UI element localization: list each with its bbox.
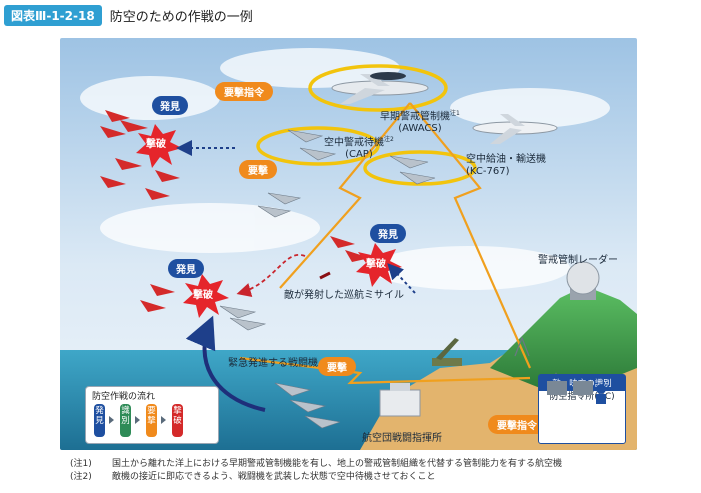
flow-step-intercept: 要撃 (146, 404, 157, 437)
identification-box: 敵・味方の識別 防空指令所(DC) (538, 374, 626, 444)
detect-pill-3: 発見 (168, 259, 204, 278)
footnotes: (注1)国土から離れた洋上における早期警戒管制機能を有し、地上の警戒管制組織を代… (70, 458, 562, 484)
cap-sub: (CAP) (345, 149, 373, 160)
detect-pill-1: 発見 (152, 96, 188, 115)
destroy-label-1: 撃破 (146, 139, 166, 151)
footnote-2-text: 敵機の接近に即応できるよう、戦闘機を武装した状態で空中待機させておくこと (112, 472, 436, 482)
tanker-label: 空中給油・輸送機 (KC-767) (466, 154, 546, 178)
figure-label: 図表Ⅲ-1-2-18 (4, 5, 102, 26)
flow-step-identify-text: 識別 (121, 406, 130, 426)
footnote-1-text: 国土から離れた洋上における早期警戒管制機能を有し、地上の警戒管制組織を代替する管… (112, 459, 562, 469)
flow-step-detect: 発見 (94, 404, 105, 437)
air-defense-diagram: 要撃指令 要撃 要撃 要撃指令 発見 発見 発見 撃破 撃破 撃破 早期警戒管制… (60, 38, 637, 450)
awacs-note: 注1 (450, 110, 460, 117)
dc-operators-graphic (539, 375, 625, 409)
flow-step-destroy: 撃破 (172, 404, 183, 437)
flow-arrow-1 (109, 416, 114, 424)
awacs-sub: (AWACS) (398, 123, 441, 134)
flow-arrow-2 (135, 416, 140, 424)
flow-step-intercept-text: 要撃 (147, 406, 156, 426)
footnote-1-key: (注1) (70, 458, 112, 471)
flow-step-detect-text: 発見 (95, 406, 104, 426)
footnote-2-key: (注2) (70, 471, 112, 484)
flow-step-destroy-text: 撃破 (173, 406, 182, 426)
cap-label: 空中警戒待機注2 (CAP) (324, 134, 394, 161)
tanker-sub: (KC-767) (466, 166, 510, 177)
radar-dome (567, 262, 599, 300)
cap-name: 空中警戒待機 (324, 137, 384, 148)
detect-pill-2: 発見 (370, 224, 406, 243)
awacs-name: 早期警戒管制機 (380, 111, 450, 122)
intercept-mid-pill: 要撃 (239, 160, 277, 179)
cruise-missile-label: 敵が発射した巡航ミサイル (284, 290, 404, 302)
footnote-2: (注2)敵機の接近に即応できるよう、戦闘機を武装した状態で空中待機させておくこと (70, 471, 562, 484)
figure-title: 防空のための作戦の一例 (110, 6, 253, 25)
cap-note: 注2 (384, 136, 394, 143)
radar-label: 警戒管制レーダー (538, 255, 618, 267)
flow-step-identify: 識別 (120, 404, 131, 437)
flow-arrow-3 (161, 416, 166, 424)
hq-label: 航空団戦闘指揮所 (362, 433, 442, 445)
intercept-low-pill: 要撃 (318, 357, 356, 376)
scramble-label: 緊急発進する戦闘機 (228, 358, 318, 370)
awacs-label: 早期警戒管制機注1 (AWACS) (380, 108, 460, 135)
operation-flow-box: 防空作戦の流れ 発見 識別 要撃 撃破 (85, 386, 219, 444)
flow-title: 防空作戦の流れ (92, 389, 155, 402)
intercept-order-top-pill: 要撃指令 (215, 82, 273, 101)
tanker-name: 空中給油・輸送機 (466, 154, 546, 165)
destroy-label-3: 撃破 (193, 290, 213, 302)
figure-header: 図表Ⅲ-1-2-18 防空のための作戦の一例 (4, 4, 253, 26)
footnote-1: (注1)国土から離れた洋上における早期警戒管制機能を有し、地上の警戒管制組織を代… (70, 458, 562, 471)
destroy-label-2: 撃破 (366, 259, 386, 271)
